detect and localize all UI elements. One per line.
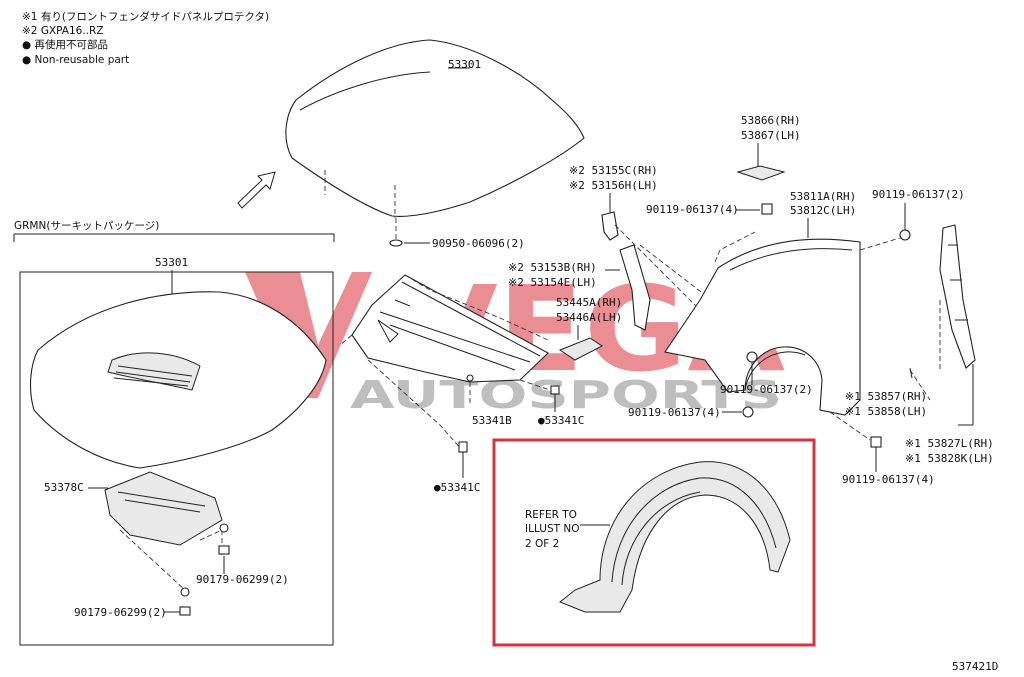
note-1: ※1 有り(フロントフェンダサイドパネルプロテクタ) [22,10,269,23]
fender-53811a-shape [664,238,861,416]
clip-53341c2-icon [458,441,468,453]
p53446a-label: 53446A(LH) [556,311,622,324]
bolt-90119-b-icon [899,229,911,241]
hood-arrow-icon [237,171,276,209]
p53341c2-label: ●53341C [434,481,480,494]
b90119-c-label: 90119-06137(2) [720,383,813,396]
p53857-label: ※1 53857(RH) [845,390,927,403]
p53154e-label: ※2 53154E(LH) [508,276,597,289]
refer-line-1: REFER TO [525,509,577,521]
nut-90179-a-icon [218,545,230,555]
b90119-e-label: 90119-06137(4) [842,473,935,486]
bolt-90119-e-icon [870,436,882,448]
brackets-center: ※2 53155C(RH) ※2 53156H(LH) ※2 53153B(RH… [508,164,706,361]
p53445a-label: 53445A(RH) [556,296,622,309]
watermark-word2: AUTOSPORTS [350,373,782,417]
clip-90950-label: 90950-06096(2) [432,237,525,250]
clip-53341c-icon [550,385,560,395]
seal-53153b-shape [619,244,651,331]
p53378c-label: 53378C [44,481,84,494]
panel-53341-shape [351,274,549,383]
p53153b-label: ※2 53153B(RH) [508,261,597,274]
bracket-53155c-shape [601,211,619,241]
b90119-d-label: 90119-06137(4) [628,406,721,419]
refer-line-3: 2 OF 2 [525,538,559,550]
nut-90179-b-icon [179,606,191,616]
note-4: ● Non-reusable part [22,54,129,66]
clip-53341b-icon [466,374,474,382]
note-3: ● 再使用不可部品 [22,38,108,51]
p53828k-label: ※1 53828K(LH) [905,452,994,465]
p53811a-label: 53811A(RH) [790,190,856,203]
p53812c-label: 53812C(LH) [790,204,856,217]
bolt-90179-a-icon [219,523,229,533]
liner-highlight: REFER TO ILLUST NO 2 OF 2 [492,438,816,647]
grmn-frame [19,271,334,646]
support-panel: 53341B ●53341C ●53341C [339,274,584,494]
hood-main-shape [285,39,585,217]
bolt-90119-d-icon [742,406,754,418]
diagram-code: 537421D [952,660,998,673]
p53866-label: 53866(RH) [741,114,801,127]
note-2: ※2 GXPA16..RZ [22,25,104,37]
duct-53378c-shape [104,471,223,546]
b90179-b-label: 90179-06299(2) [74,606,167,619]
fender-group: 53866(RH) 53867(LH) 90119-06137(4) 53811… [628,114,994,486]
hood-main-label: 53301 [448,58,481,71]
bracket-53866-shape [736,165,786,181]
b90179-a-label: 90179-06299(2) [196,573,289,586]
grmn-group-label: GRMN(サーキットパッケージ) [14,220,159,232]
p53867-label: 53867(LH) [741,129,801,142]
p53156h-label: ※2 53156H(LH) [569,179,658,192]
seal-53857-shape [939,224,976,369]
b90119-b-label: 90119-06137(2) [872,188,965,201]
p53341c-label: ●53341C [538,414,584,427]
bolt-90119-c-icon [746,351,758,363]
clip-90950-icon [389,239,403,247]
fender-liner-shape [559,461,791,613]
p53155c-label: ※2 53155C(RH) [569,164,658,177]
bolt-90119-a-icon [761,203,773,215]
watermark-logo-icon [245,272,372,398]
bracket-53445a-shape [558,337,603,361]
p53827l-label: ※1 53827L(RH) [905,437,994,450]
highlight-frame [492,438,816,647]
refer-line-2: ILLUST NO [525,523,580,535]
bolt-90179-b-icon [180,587,190,597]
notes-block: ※1 有り(フロントフェンダサイドパネルプロテクタ) ※2 GXPA16..RZ… [22,10,269,66]
p53341b-label: 53341B [472,414,512,427]
p53858-label: ※1 53858(LH) [845,405,927,418]
grmn-group: GRMN(サーキットパッケージ) 53301 53378C 90179-0629… [13,220,335,646]
hood-main: 53301 90950-06096(2) [237,39,585,250]
b90119-a-label: 90119-06137(4) [646,203,739,216]
hood-grmn-label: 53301 [155,256,188,269]
